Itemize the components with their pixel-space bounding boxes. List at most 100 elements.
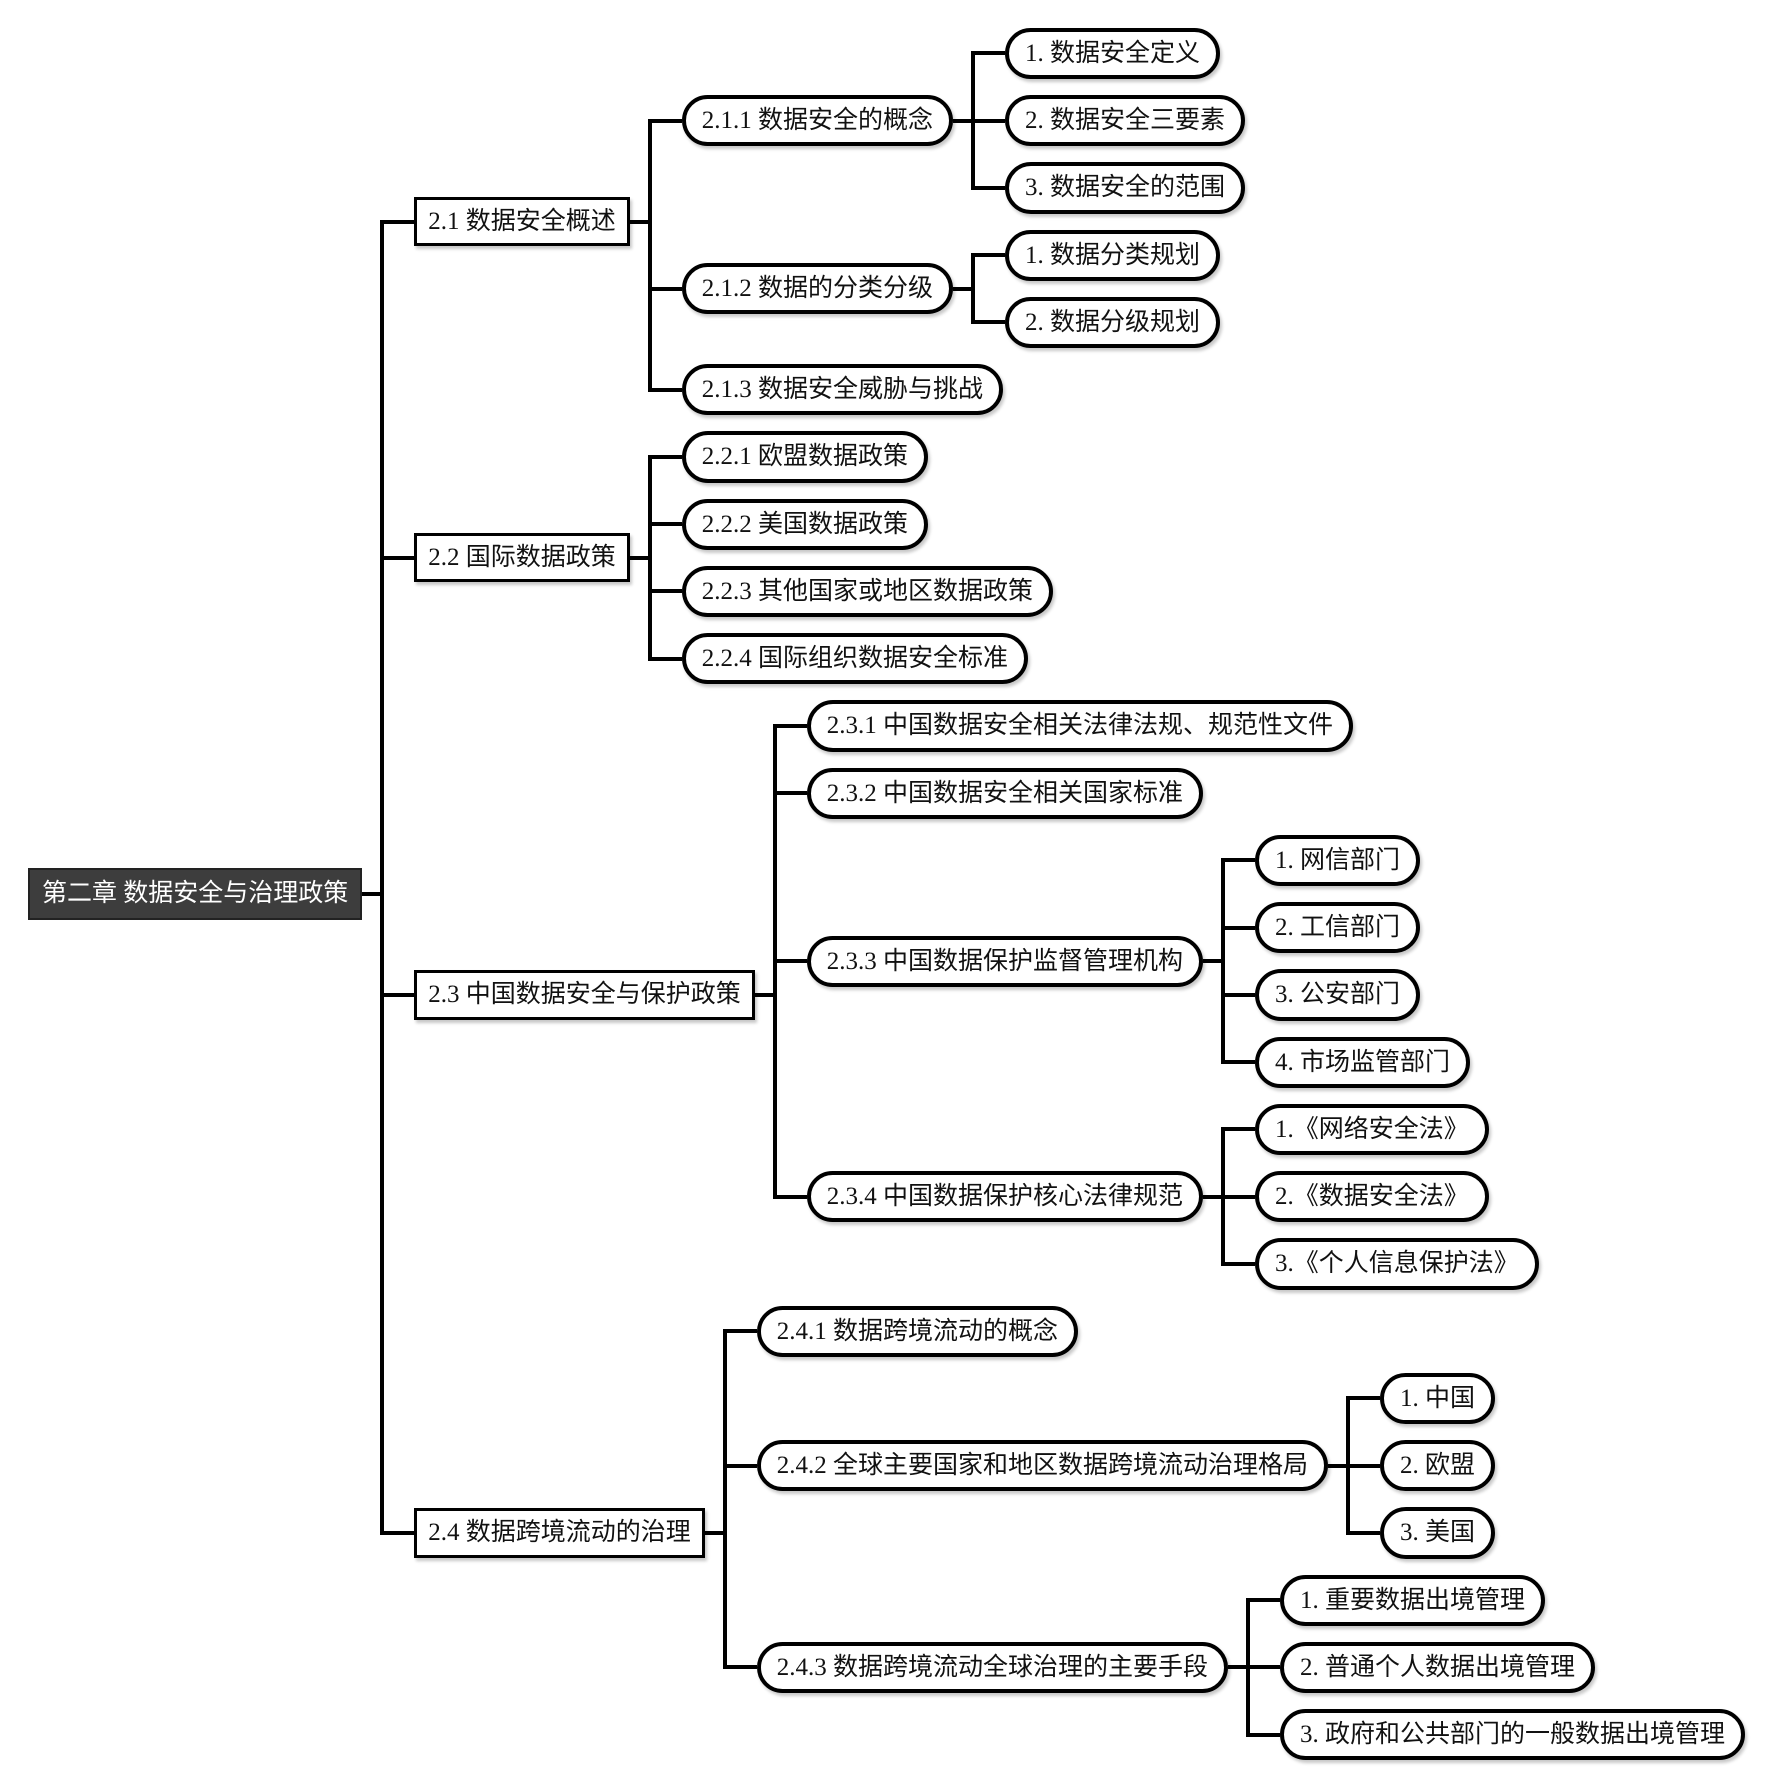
mindmap-branch: 2.《数据安全法》	[1221, 1154, 1539, 1223]
node-label: 3. 政府和公共部门的一般数据出境管理	[1300, 1721, 1726, 1748]
node-label: 3.《个人信息保护法》	[1275, 1250, 1519, 1278]
node-2-3-4-1[interactable]: 1.《网络安全法》	[1255, 1103, 1489, 1155]
mindmap-branch: 1. 数据分类规划	[971, 229, 1221, 282]
mindmap-branch: 2.4.2 全球主要国家和地区数据跨境流动治理格局 1. 中国 2. 欧盟 3. 美国	[722, 1356, 1745, 1559]
node-2-4-2-1[interactable]: 1. 中国	[1380, 1372, 1496, 1424]
mindmap-branch: 第二章 数据安全与治理政策 2.1 数据安全概述 2.1.1 数据安全的概念 1. 数…	[28, 27, 1746, 1761]
node-label: 3. 美国	[1400, 1519, 1476, 1547]
mindmap-branch: 2.3.3 中国数据保护监督管理机构 1. 网信部门 2. 工信部门 3. 公安部门 4…	[772, 818, 1539, 1088]
mindmap-branch: 2.3.4 中国数据保护核心法律规范 1.《网络安全法》 2.《数据安全法》 3.《个…	[772, 1087, 1539, 1290]
mindmap-branch: 3. 政府和公共部门的一般数据出境管理	[1246, 1692, 1746, 1761]
node-label: 2.3.3 中国数据保护监督管理机构	[826, 947, 1184, 975]
node-2-3-3-3[interactable]: 3. 公安部门	[1255, 969, 1421, 1021]
node-2-4-1[interactable]: 2.4.1 数据跨境流动的概念	[756, 1305, 1079, 1357]
node-2-4-2-3[interactable]: 3. 美国	[1380, 1507, 1496, 1559]
node-2-1[interactable]: 2.1 数据安全概述	[414, 196, 630, 247]
mindmap-branch: 2.1.2 数据的分类分级 1. 数据分类规划 2. 数据分级规划	[647, 213, 1245, 348]
node-2-4-3[interactable]: 2.4.3 数据跨境流动全球治理的主要手段	[756, 1641, 1229, 1693]
mindmap-branch: 2. 工信部门	[1221, 885, 1470, 954]
node-2-2-2[interactable]: 2.2.2 美国数据政策	[681, 498, 929, 550]
node-label: 1. 中国	[1400, 1384, 1476, 1412]
node-label: 1.《网络安全法》	[1275, 1115, 1469, 1143]
node-2-2-1[interactable]: 2.2.1 欧盟数据政策	[681, 431, 929, 483]
node-label: 2.1.1 数据安全的概念	[701, 107, 934, 134]
mindmap-branch: 2.2.4 国际组织数据安全标准	[647, 616, 1053, 685]
children-group: 2.4.1 数据跨境流动的概念 2.4.2 全球主要国家和地区数据跨境流动治理格局…	[704, 1305, 1746, 1761]
node-2-3-3-1[interactable]: 1. 网信部门	[1255, 834, 1421, 886]
node-2-2-4[interactable]: 2.2.4 国际组织数据安全标准	[681, 633, 1029, 685]
children-group: 1. 数据分类规划 2. 数据分级规划	[953, 229, 1221, 348]
node-2-4-3-3[interactable]: 3. 政府和公共部门的一般数据出境管理	[1280, 1709, 1746, 1761]
node-2-1-3[interactable]: 2.1.3 数据安全威胁与挑战	[681, 364, 1004, 416]
node-label: 2. 普通个人数据出境管理	[1300, 1653, 1576, 1681]
node-2-1-1-1[interactable]: 1. 数据安全定义	[1005, 27, 1221, 79]
children-group: 2.3.1 中国数据安全相关法律法规、规范性文件 2.3.2 中国数据安全相关国家…	[754, 700, 1539, 1290]
node-2-1-2-1[interactable]: 1. 数据分类规划	[1005, 229, 1221, 281]
node-2-3-4-2[interactable]: 2.《数据安全法》	[1255, 1171, 1489, 1223]
node-2-4-2-2[interactable]: 2. 欧盟	[1380, 1440, 1496, 1492]
node-label: 2.1.2 数据的分类分级	[701, 275, 934, 303]
node-label: 2.3.2 中国数据安全相关国家标准	[826, 779, 1184, 807]
node-2-1-1[interactable]: 2.1.1 数据安全的概念	[681, 95, 954, 147]
node-2-4-2[interactable]: 2.4.2 全球主要国家和地区数据跨境流动治理格局	[756, 1440, 1329, 1492]
mindmap-branch: 2. 欧盟	[1346, 1423, 1496, 1492]
node-label: 2.3 中国数据安全与保护政策	[428, 981, 741, 1009]
mindmap-branch: 2.1.1 数据安全的概念 1. 数据安全定义 2. 数据安全三要素 3. 数据安全的…	[647, 27, 1246, 214]
mindmap-branch: 2.3.2 中国数据安全相关国家标准	[772, 751, 1539, 820]
node-2-3-3[interactable]: 2.3.3 中国数据保护监督管理机构	[806, 935, 1204, 987]
mindmap-branch: 3. 数据安全的范围	[971, 146, 1246, 214]
node-root[interactable]: 第二章 数据安全与治理政策	[28, 868, 363, 920]
node-2-2[interactable]: 2.2 国际数据政策	[414, 533, 630, 583]
node-label: 2. 数据安全三要素	[1025, 107, 1226, 134]
children-group: 1. 中国 2. 欧盟 3. 美国	[1328, 1372, 1496, 1559]
mindmap-branch: 2.4 数据跨境流动的治理 2.4.1 数据跨境流动的概念 2.4.2 全球主要国家…	[380, 1289, 1746, 1761]
mindmap-branch: 2.2 国际数据政策 2.2.1 欧盟数据政策 2.2.2 美国数据政策 2.2.3 …	[380, 415, 1745, 685]
mindmap-branch: 1. 网信部门	[1221, 834, 1470, 887]
node-2-4-3-1[interactable]: 1. 重要数据出境管理	[1280, 1574, 1546, 1626]
node-2-4[interactable]: 2.4 数据跨境流动的治理	[414, 1508, 705, 1558]
node-label: 2.3.1 中国数据安全相关法律法规、规范性文件	[826, 712, 1334, 740]
node-2-4-3-2[interactable]: 2. 普通个人数据出境管理	[1280, 1641, 1596, 1693]
node-2-3-3-4[interactable]: 4. 市场监管部门	[1255, 1036, 1471, 1088]
node-label: 2.3.4 中国数据保护核心法律规范	[826, 1183, 1184, 1210]
mindmap-branch: 4. 市场监管部门	[1221, 1020, 1471, 1088]
children-group: 2.1 数据安全概述 2.1.1 数据安全的概念 1. 数据安全定义 2. 数据安全三…	[362, 27, 1746, 1761]
node-label: 2.4.3 数据跨境流动全球治理的主要手段	[776, 1653, 1209, 1681]
node-label: 2.4.1 数据跨境流动的概念	[776, 1317, 1059, 1345]
mindmap-branch: 3. 美国	[1346, 1491, 1496, 1559]
children-group: 1. 网信部门 2. 工信部门 3. 公安部门 4. 市场监管部门	[1203, 834, 1471, 1088]
mindmap-branch: 1.《网络安全法》	[1221, 1103, 1539, 1156]
node-2-1-1-2[interactable]: 2. 数据安全三要素	[1005, 95, 1246, 147]
node-2-1-1-3[interactable]: 3. 数据安全的范围	[1005, 162, 1246, 214]
node-label: 1. 数据安全定义	[1025, 39, 1201, 67]
mindmap-branch: 2.2.3 其他国家或地区数据政策	[647, 549, 1054, 618]
mindmap-branch: 2.1.3 数据安全威胁与挑战	[647, 347, 1245, 416]
node-2-3-2[interactable]: 2.3.2 中国数据安全相关国家标准	[806, 767, 1204, 819]
node-2-2-3[interactable]: 2.2.3 其他国家或地区数据政策	[681, 565, 1054, 617]
node-2-3-4-3[interactable]: 3.《个人信息保护法》	[1255, 1238, 1539, 1290]
mindmap-branch: 1. 数据安全定义	[971, 27, 1245, 80]
mindmap-branch: 2. 数据分级规划	[971, 280, 1221, 348]
mindmap-branch: 3. 公安部门	[1221, 953, 1470, 1021]
node-label: 2.2.2 美国数据政策	[701, 510, 909, 538]
node-label: 1. 数据分类规划	[1025, 241, 1201, 269]
node-label: 1. 重要数据出境管理	[1300, 1586, 1526, 1614]
children-group: 1. 重要数据出境管理 2. 普通个人数据出境管理 3. 政府和公共部门的一般数据出…	[1228, 1574, 1746, 1761]
node-2-3-1[interactable]: 2.3.1 中国数据安全相关法律法规、规范性文件	[806, 700, 1354, 752]
node-label: 4. 市场监管部门	[1275, 1048, 1451, 1076]
node-2-3[interactable]: 2.3 中国数据安全与保护政策	[414, 970, 755, 1020]
node-2-1-2-2[interactable]: 2. 数据分级规划	[1005, 296, 1221, 348]
mindmap-branch: 2. 普通个人数据出境管理	[1246, 1625, 1745, 1694]
node-label: 2.4 数据跨境流动的治理	[428, 1519, 691, 1547]
node-label: 2.4.2 全球主要国家和地区数据跨境流动治理格局	[776, 1452, 1309, 1479]
mindmap-branch: 2. 数据安全三要素	[971, 78, 1246, 147]
node-2-3-3-2[interactable]: 2. 工信部门	[1255, 902, 1421, 954]
node-label: 2. 数据分级规划	[1025, 308, 1201, 336]
node-label: 2.1.3 数据安全威胁与挑战	[701, 376, 984, 403]
node-label: 2.2.1 欧盟数据政策	[701, 443, 909, 471]
mindmap-branch: 3.《个人信息保护法》	[1221, 1222, 1539, 1290]
mindmap-branch: 1. 重要数据出境管理	[1246, 1574, 1745, 1627]
node-2-3-4[interactable]: 2.3.4 中国数据保护核心法律规范	[806, 1171, 1204, 1223]
node-2-1-2[interactable]: 2.1.2 数据的分类分级	[681, 263, 954, 315]
